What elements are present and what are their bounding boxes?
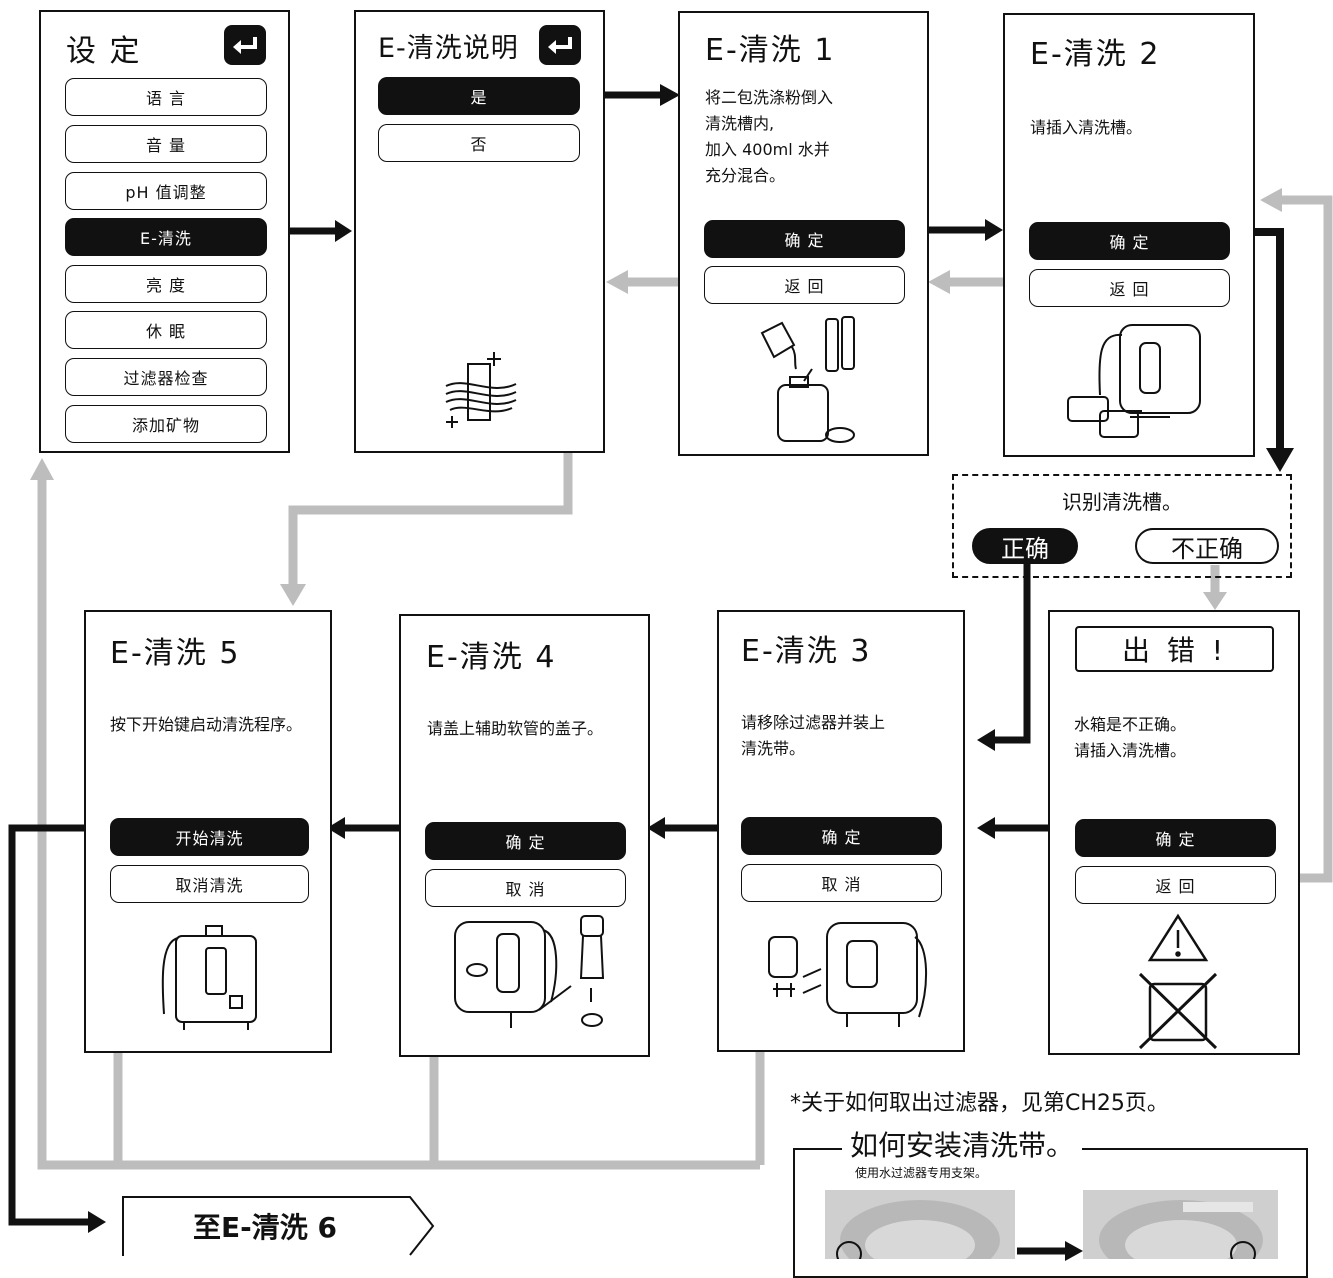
ecleaning-5-panel: E-清洗 5 按下开始键启动清洗程序。 开始清洗 取消清洗 xyxy=(84,610,332,1053)
instruction-text: 请盖上辅助软管的盖子。 xyxy=(427,719,604,738)
yes-button[interactable]: 是 xyxy=(378,77,580,115)
correct-badge: 正确 xyxy=(972,528,1078,564)
incorrect-badge: 不正确 xyxy=(1135,528,1279,564)
ecleaning-2-panel: E-清洗 2 请插入清洗槽。 确 定 返 回 xyxy=(1003,13,1255,457)
back-arrow-icon xyxy=(548,37,572,54)
no-button[interactable]: 否 xyxy=(378,124,580,162)
back-button[interactable]: 返 回 xyxy=(704,266,905,304)
back-button[interactable] xyxy=(539,25,581,65)
back-button[interactable]: 返 回 xyxy=(1029,269,1230,307)
filter-note: *关于如何取出过滤器，见第CH25页。 xyxy=(790,1091,1169,1116)
menu-item-brightness[interactable]: 亮 度 xyxy=(65,265,267,303)
settings-panel: 设 定 语 言 音 量 pH 值调整 E-清洗 亮 度 休 眠 过滤器检查 添加… xyxy=(39,10,290,453)
page-title: E-清洗 4 xyxy=(426,640,557,675)
error-title: 出 错 ! xyxy=(1075,626,1274,672)
menu-item-sleep[interactable]: 休 眠 xyxy=(65,311,267,349)
cancel-cleaning-button[interactable]: 取消清洗 xyxy=(110,865,309,903)
page-title: E-清洗说明 xyxy=(378,33,519,64)
menu-item-filter-check[interactable]: 过滤器检查 xyxy=(65,358,267,396)
page-title: E-清洗 3 xyxy=(741,634,872,669)
back-arrow-icon xyxy=(233,37,257,54)
confirm-button[interactable]: 确 定 xyxy=(741,817,942,855)
error-text: 水箱是不正确。 请插入清洗槽。 xyxy=(1074,715,1187,760)
instruction-text: 请插入清洗槽。 xyxy=(1030,118,1143,137)
install-subtitle: 使用水过滤器专用支架。 xyxy=(855,1166,988,1180)
menu-item-ecleaning[interactable]: E-清洗 xyxy=(65,218,267,256)
confirm-button[interactable]: 确 定 xyxy=(704,220,905,258)
ecleaning-3-panel: E-清洗 3 请移除过滤器并装上 清洗带。 确 定 取 消 xyxy=(717,610,965,1052)
menu-item-add-mineral[interactable]: 添加矿物 xyxy=(65,405,267,443)
page-title: 设 定 xyxy=(66,34,142,69)
ecleaning-1-panel: E-清洗 1 将二包洗涤粉倒入 清洗槽内, 加入 400ml 水并 充分混合。 … xyxy=(678,11,929,456)
confirm-button[interactable]: 确 定 xyxy=(425,822,626,860)
instruction-text: 请移除过滤器并装上 清洗带。 xyxy=(741,713,886,758)
ecleaning-info-panel: E-清洗说明 是 否 xyxy=(354,10,605,453)
instruction-text: 将二包洗涤粉倒入 清洗槽内, 加入 400ml 水并 充分混合。 xyxy=(705,88,834,185)
ecleaning-4-panel: E-清洗 4 请盖上辅助软管的盖子。 确 定 取 消 xyxy=(399,614,650,1057)
cancel-button[interactable]: 取 消 xyxy=(741,864,942,902)
menu-item-ph-adjust[interactable]: pH 值调整 xyxy=(65,172,267,210)
instruction-text: 按下开始键启动清洗程序。 xyxy=(110,715,303,734)
remove-filter-illustration xyxy=(768,922,927,1027)
back-button[interactable]: 返 回 xyxy=(1075,866,1276,904)
back-button[interactable] xyxy=(224,25,266,65)
warning-icon xyxy=(1138,913,1218,1050)
install-arrow xyxy=(1017,1241,1083,1261)
sparkle-icon xyxy=(445,352,517,428)
install-photo-after xyxy=(1083,1190,1278,1259)
page-title: E-清洗 1 xyxy=(705,33,836,68)
menu-item-language[interactable]: 语 言 xyxy=(65,78,267,116)
start-cleaning-button[interactable]: 开始清洗 xyxy=(110,818,309,856)
next-step-shape xyxy=(122,1196,435,1256)
detergent-illustration xyxy=(760,316,855,443)
page-title: E-清洗 2 xyxy=(1030,37,1161,72)
detection-text: 识别清洗槽。 xyxy=(1062,490,1182,514)
confirm-button[interactable]: 确 定 xyxy=(1075,819,1276,857)
tank-insert-illustration xyxy=(1067,324,1201,438)
next-step-label: 至E-清洗 6 xyxy=(193,1211,337,1244)
install-photo-before xyxy=(825,1190,1015,1259)
install-title: 如何安装清洗带。 xyxy=(842,1124,1083,1164)
tank-detection-box: 识别清洗槽。 xyxy=(952,474,1292,578)
error-panel: 出 错 ! 水箱是不正确。 请插入清洗槽。 确 定 返 回 xyxy=(1048,610,1300,1055)
page-title: E-清洗 5 xyxy=(110,636,241,671)
cancel-button[interactable]: 取 消 xyxy=(425,869,626,907)
hose-cap-illustration xyxy=(454,915,605,1028)
menu-item-volume[interactable]: 音 量 xyxy=(65,125,267,163)
water-ionizer-illustration xyxy=(161,925,257,1030)
confirm-button[interactable]: 确 定 xyxy=(1029,222,1230,260)
